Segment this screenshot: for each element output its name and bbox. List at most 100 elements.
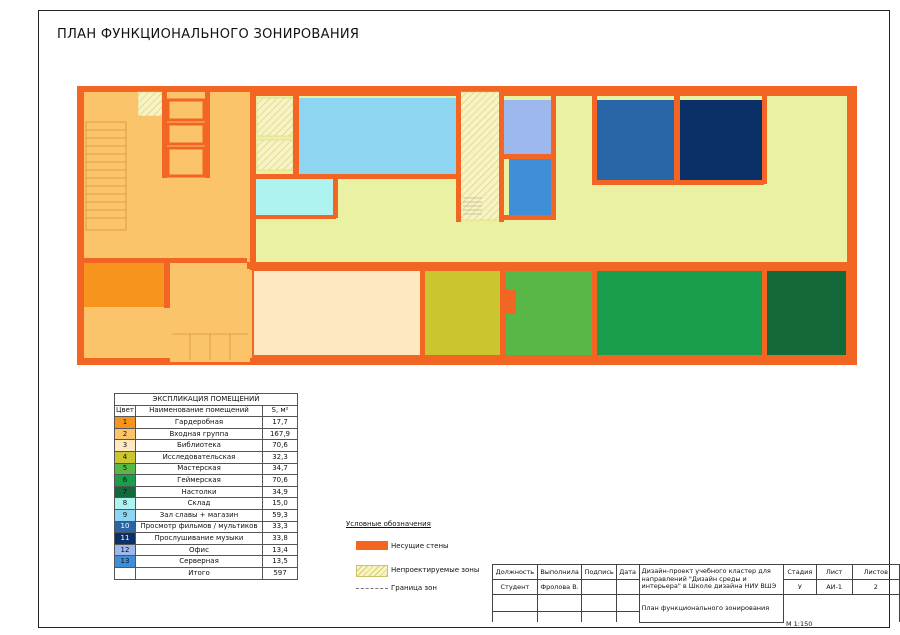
row-room-name: Просмотр фильмов / мультиков [135, 520, 263, 534]
row-area: 70,6 [262, 439, 298, 452]
row-room-name: Геймерская [135, 474, 263, 487]
page-title: ПЛАН ФУНКЦИОНАЛЬНОГО ЗОНИРОВАНИЯ [57, 27, 360, 42]
hatched-zone-center-left [256, 97, 294, 137]
row-area: 59,3 [262, 508, 298, 522]
zone-gaming [596, 271, 762, 355]
stamp-sheets-label: Листов [851, 564, 900, 580]
row-room-name: Склад [135, 497, 263, 510]
stamp-author: Фролова В. [536, 579, 583, 595]
stamp-sheet-label: Лист [815, 564, 853, 580]
row-room-name: Мастерская [135, 462, 263, 476]
row-area: 167,9 [262, 427, 298, 441]
stamp-signature [581, 579, 617, 595]
staircase-left [85, 121, 127, 231]
zone-workshop [506, 271, 592, 355]
row-area: 17,7 [262, 416, 298, 429]
stamp-header-date: Дата [615, 564, 640, 580]
small-room-2 [166, 122, 206, 146]
row-color-number: 13 [114, 555, 136, 568]
interior-walls [77, 92, 849, 358]
row-area: 70,6 [262, 474, 298, 487]
row-room-name: Прослушивание музыки [135, 532, 263, 545]
row-area: 33,8 [262, 532, 298, 545]
row-color-number: 4 [114, 450, 136, 464]
row-area: 13,5 [262, 555, 298, 568]
stamp-project: Дизайн-проект учебного кластер для напра… [638, 564, 785, 595]
row-color-number: 3 [114, 439, 136, 452]
stamp-sheet-title: План функционального зонирования [638, 594, 785, 623]
row-room-name: Зал славы + магазин [135, 508, 263, 522]
zone-storage [252, 178, 334, 216]
legend-wall-swatch [356, 541, 388, 550]
row-color-number: 5 [114, 462, 136, 476]
row-color-number: 11 [114, 532, 136, 545]
row-area: 15,0 [262, 497, 298, 510]
row-color-number: 12 [114, 543, 136, 557]
row-area: 13,4 [262, 543, 298, 557]
total-value: 597 [262, 566, 298, 580]
row-room-name: Входная группа [135, 427, 263, 441]
zone-film [597, 100, 674, 180]
header-name: Наименование помещений [135, 404, 263, 418]
wardrobe [84, 262, 164, 307]
entrance-doors [172, 333, 248, 360]
explication-caption: ЭКСПЛИКАЦИЯ ПОМЕЩЕНИЙ [114, 393, 298, 406]
stamp-sheets: 2 [851, 579, 900, 595]
explication-table: ЭКСПЛИКАЦИЯ ПОМЕЩЕНИЙ Цвет Наименование … [114, 393, 298, 580]
row-color-number: 9 [114, 508, 136, 522]
row-color-number: 1 [114, 416, 136, 429]
stair-hatch-top [137, 91, 163, 117]
header-area: S, м² [262, 404, 298, 418]
row-color-number: 6 [114, 474, 136, 487]
stamp-stage: У [783, 579, 817, 595]
title-block: Должность Выполнила Подпись Дата Дизайн-… [492, 564, 900, 623]
staircase-central [463, 197, 482, 215]
row-room-name: Гардеробная [135, 416, 263, 429]
stamp-header-author: Выполнила [536, 564, 583, 580]
row-room-name: Офис [135, 543, 263, 557]
zone-library [254, 271, 420, 355]
row-area: 34,7 [262, 462, 298, 476]
stamp-stage-label: Стадия [783, 564, 817, 580]
stamp-header-signature: Подпись [581, 564, 617, 580]
zone-glory-hall [297, 98, 456, 174]
stamp-sheet: АИ-1 [815, 579, 853, 595]
zone-central-stair [459, 91, 501, 221]
row-color-number: 2 [114, 427, 136, 441]
legend-non-designed-label: Непроектируемые зоны [391, 566, 480, 574]
row-color-number: 8 [114, 497, 136, 510]
zone-music [680, 100, 762, 180]
stamp-date [615, 579, 640, 595]
legend-wall-label: Несущие стены [391, 542, 449, 550]
drawing-frame [38, 10, 890, 628]
header-color: Цвет [114, 404, 136, 418]
total-empty [114, 566, 136, 580]
legend-title: Условные обозначения [346, 520, 431, 528]
row-area: 34,9 [262, 485, 298, 499]
stamp-role: Студент [492, 579, 538, 595]
legend-non-designed-swatch [356, 565, 388, 577]
row-area: 32,3 [262, 450, 298, 464]
zone-office [503, 100, 551, 154]
zone-research [424, 271, 500, 355]
hatched-zone-center-left-2 [256, 139, 294, 171]
zone-board-games [766, 271, 846, 355]
row-room-name: Настолки [135, 485, 263, 499]
legend-boundary-swatch [356, 588, 388, 589]
legend-boundary-label: Граница зон [391, 584, 437, 592]
row-room-name: Серверная [135, 555, 263, 568]
